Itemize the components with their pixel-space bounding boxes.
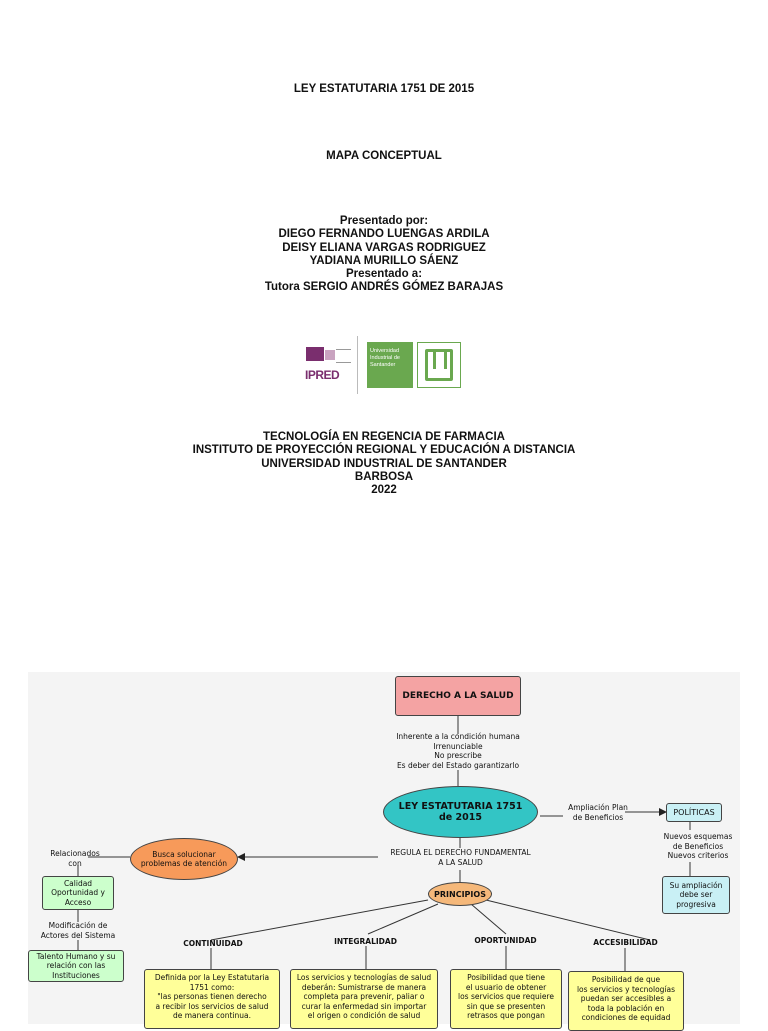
ampliacion-progresiva-node: Su ampliación debe ser progresiva [662, 876, 730, 914]
concept-map-connectors [77, 716, 691, 971]
ampliacion-plan-label: Ampliación Plan de Beneficios [568, 803, 628, 822]
university-name: UNIVERSIDAD INDUSTRIAL DE SANTANDER [261, 457, 507, 470]
calidad-node: Calidad Oportunidad y Acceso [42, 876, 114, 910]
presented-by-label: Presentado por: [339, 215, 429, 227]
modificacion-label: Modificación de Actores del Sistema [40, 921, 116, 940]
authors-block: Presentado por: DIEGO FERNANDO LUENGAS A… [0, 215, 768, 295]
concept-map: DERECHO A LA SALUD Inherente a la condic… [28, 672, 740, 1031]
presented-to-label: Presentado a: [345, 268, 423, 281]
city: BARBOSA [354, 470, 414, 483]
principios-node: PRINCIPIOS [428, 882, 492, 906]
author-name: YADIANA MURILLO SÁENZ [309, 254, 459, 267]
logo-divider [357, 336, 358, 394]
document-title: LEY ESTATUTARIA 1751 DE 2015 [293, 83, 475, 95]
year: 2022 [371, 484, 397, 497]
oportunidad-definition-note: Posibilidad que tiene el usuario de obte… [450, 969, 562, 1029]
busca-solucionar-node: Busca solucionar problemas de atención [130, 838, 238, 880]
institution-block: TECNOLOGÍA EN REGENCIA DE FARMACIA INSTI… [0, 431, 768, 497]
ipred-logo: IPRED [305, 346, 351, 390]
program-name: TECNOLOGÍA EN REGENCIA DE FARMACIA [263, 431, 505, 443]
author-name: DEISY ELIANA VARGAS RODRIGUEZ [282, 241, 486, 254]
tutor-name: Tutora SERGIO ANDRÉS GÓMEZ BARAJAS [264, 281, 504, 294]
root-concept-derecho-salud: DERECHO A LA SALUD [395, 676, 521, 716]
law-concept-ellipse: LEY ESTATUTARIA 1751 de 2015 [383, 786, 538, 838]
politicas-link-label: Nuevos esquemas de Beneficios Nuevos cri… [663, 832, 733, 860]
ipred-logo-text: IPRED [305, 368, 340, 382]
relacionados-label: Relacionados con [50, 849, 100, 868]
regula-link-label: REGULA EL DERECHO FUNDAMENTAL A LA SALUD [378, 848, 543, 867]
accesibilidad-definition-note: Posibilidad de que los servicios y tecno… [568, 971, 684, 1031]
branch-label-oportunidad: OPORTUNIDAD [474, 936, 537, 945]
talento-humano-node: Talento Humano y su relación con las Ins… [28, 950, 124, 982]
document-subtitle: MAPA CONCEPTUAL [326, 150, 442, 162]
politicas-node: POLÍTICAS [666, 803, 722, 822]
root-link-label: Inherente a la condición humana Irrenunc… [396, 732, 520, 770]
author-name: DIEGO FERNANDO LUENGAS ARDILA [278, 228, 490, 241]
branch-label-accesibilidad: ACCESIBILIDAD [593, 938, 658, 947]
continuidad-definition-note: Definida por la Ley Estatutaria 1751 com… [144, 969, 280, 1029]
uis-logo-text-box: Universidad Industrial de Santander [367, 342, 413, 388]
branch-label-continuidad: CONTINUIDAD [183, 939, 243, 948]
institute-name: INSTITUTO DE PROYECCIÓN REGIONAL Y EDUCA… [192, 444, 576, 457]
uis-logo-line: Santander [370, 362, 396, 368]
integralidad-definition-note: Los servicios y tecnologías de salud deb… [290, 969, 438, 1029]
branch-label-integralidad: INTEGRALIDAD [334, 937, 397, 946]
institution-logos: IPRED Universidad Industrial de Santande… [305, 336, 465, 394]
uis-emblem [417, 342, 461, 388]
uis-logo-line: Universidad [370, 348, 400, 354]
uis-logo-line: Industrial de [370, 355, 400, 361]
